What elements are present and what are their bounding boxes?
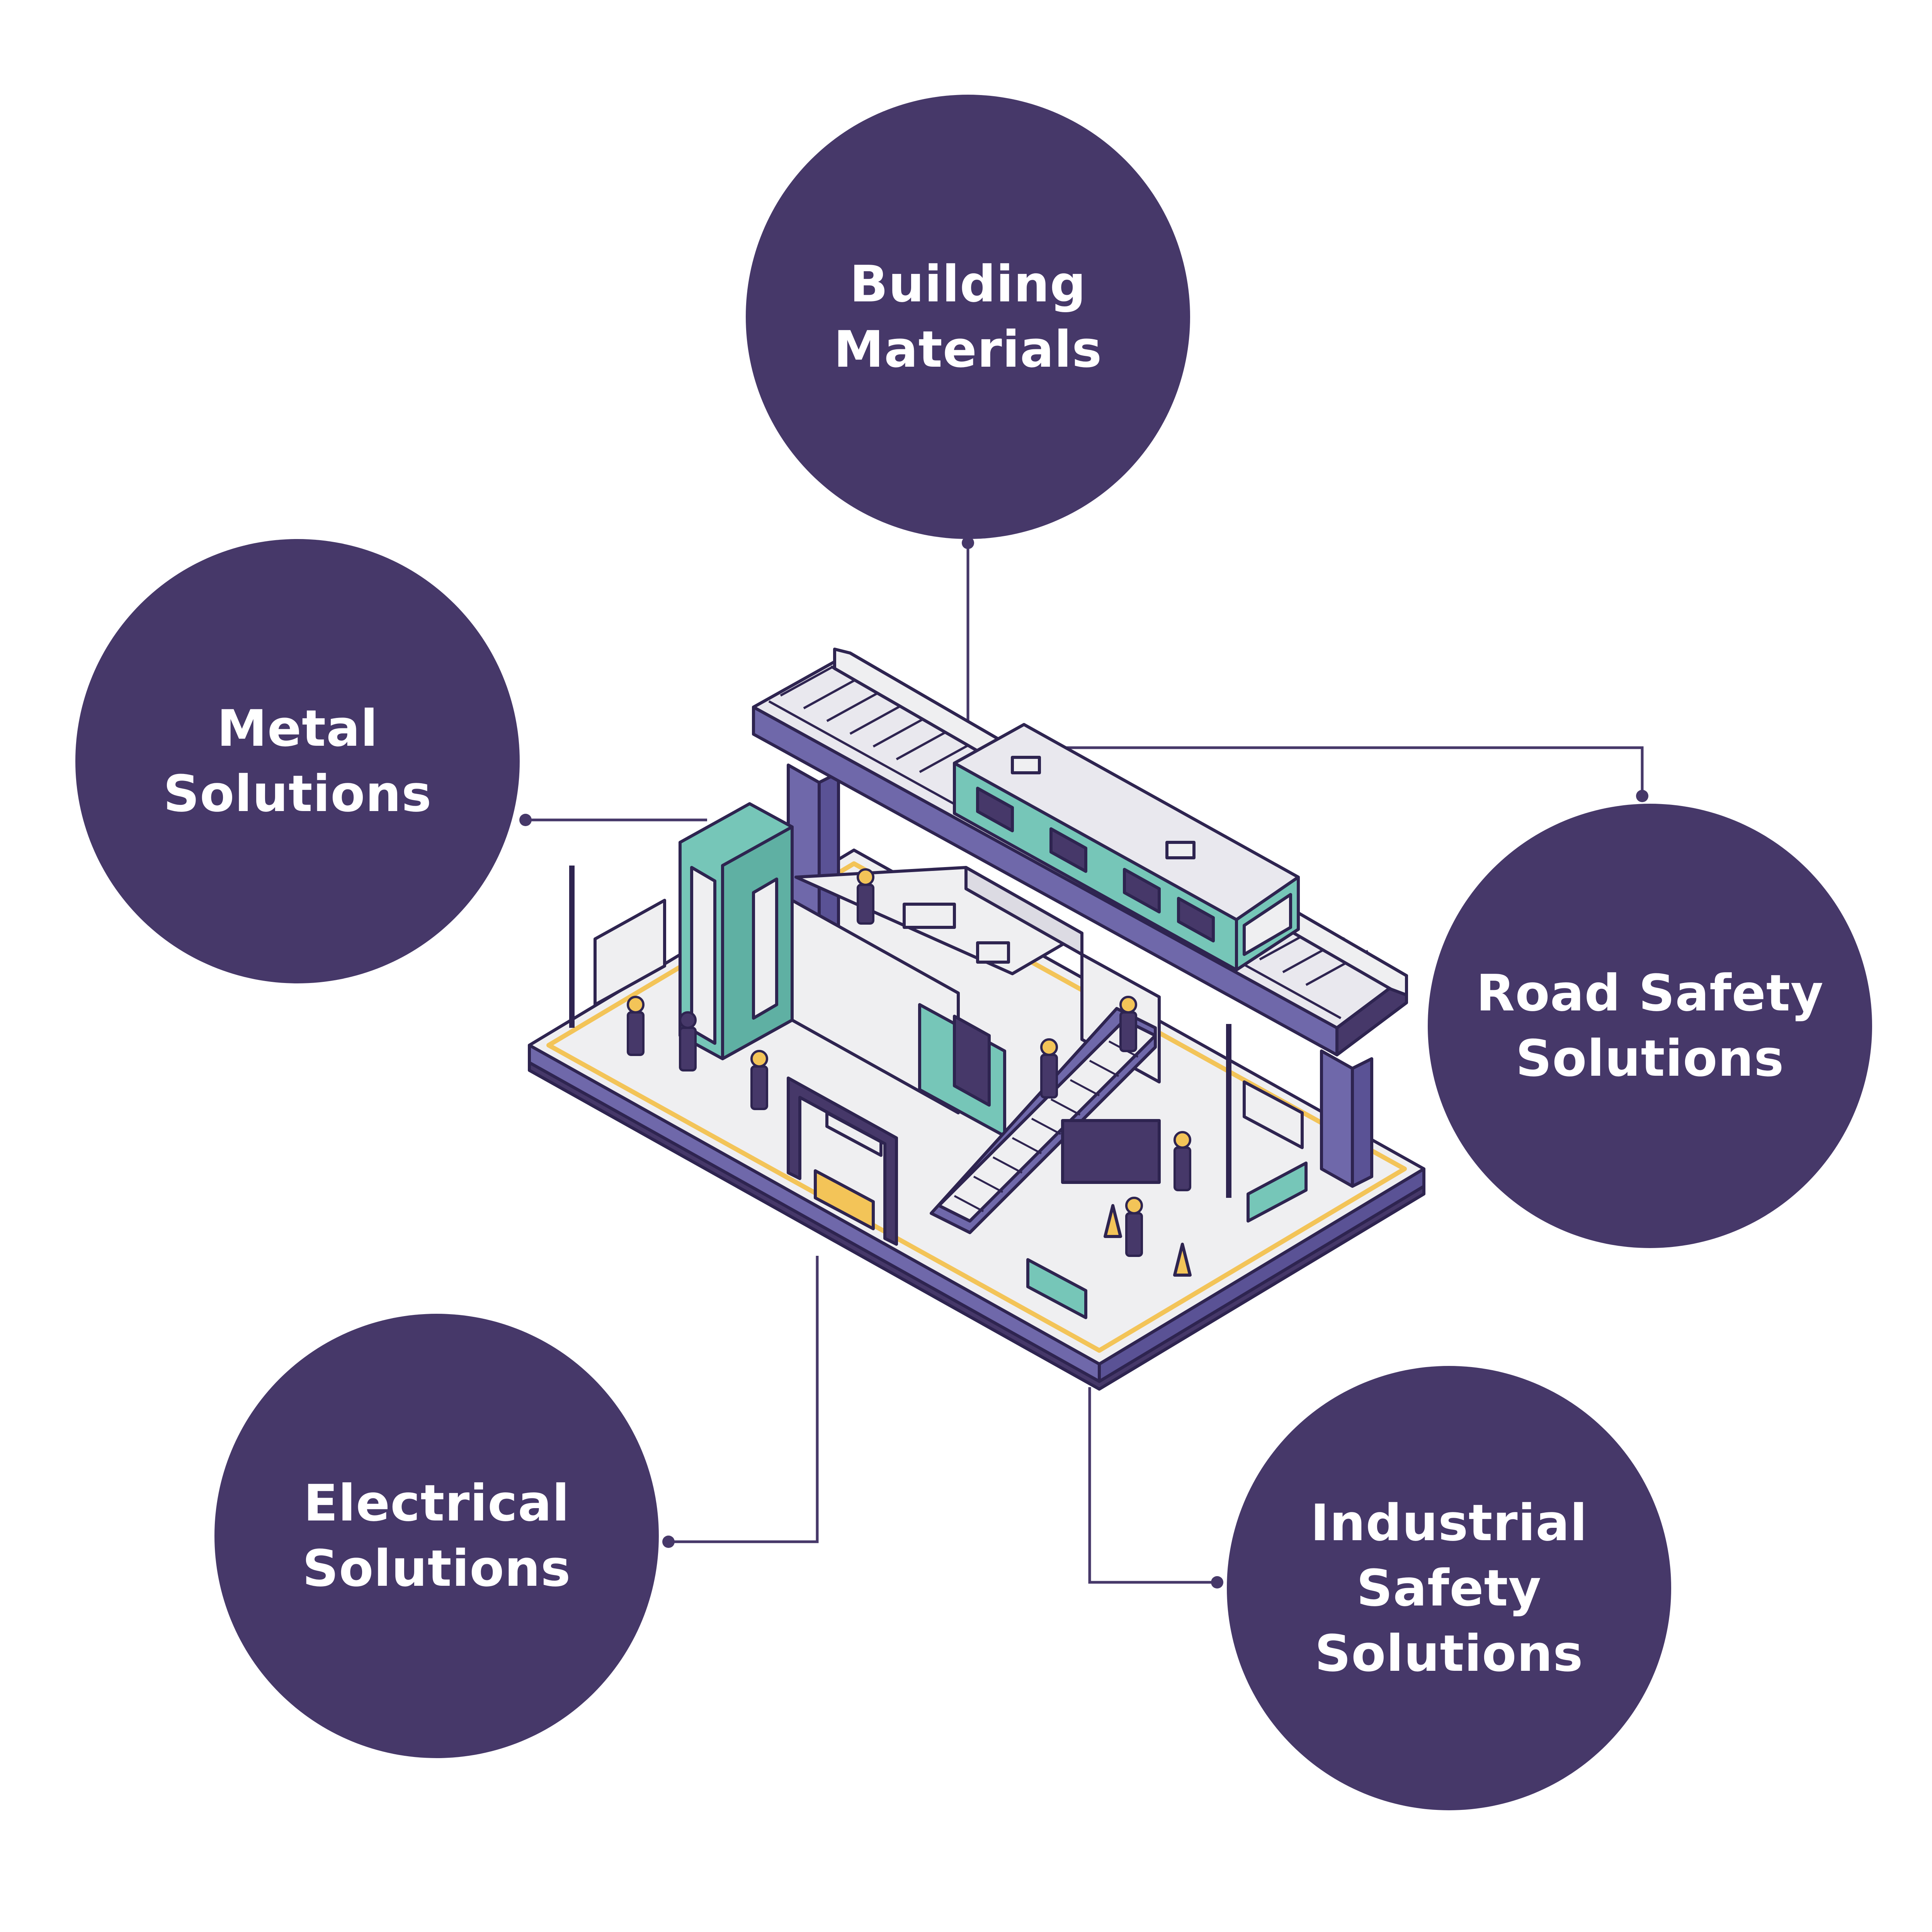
category-label: Metal Solutions (163, 699, 432, 823)
category-label: Road Safety Solutions (1476, 964, 1824, 1088)
category-metal-solutions[interactable]: Metal Solutions (75, 539, 520, 983)
category-label: Industrial Safety Solutions (1310, 1493, 1588, 1683)
connector-dots (519, 537, 1648, 1588)
category-building-materials[interactable]: Building Materials (746, 95, 1190, 539)
train (953, 723, 1300, 971)
connector-lines (526, 543, 1644, 1584)
category-electrical-solutions[interactable]: Electrical Solutions (214, 1314, 659, 1758)
connector-road (1061, 746, 1644, 796)
category-industrial-safety-solutions[interactable]: Industrial Safety Solutions (1227, 1366, 1671, 1810)
workers (627, 868, 1191, 1257)
connector-industrial (1088, 1387, 1217, 1584)
category-label: Electrical Solutions (302, 1474, 571, 1598)
category-road-safety-solutions[interactable]: Road Safety Solutions (1428, 804, 1872, 1248)
station-props (569, 866, 1308, 1319)
category-label: Building Materials (833, 255, 1102, 379)
connector-electrical (668, 1256, 819, 1543)
